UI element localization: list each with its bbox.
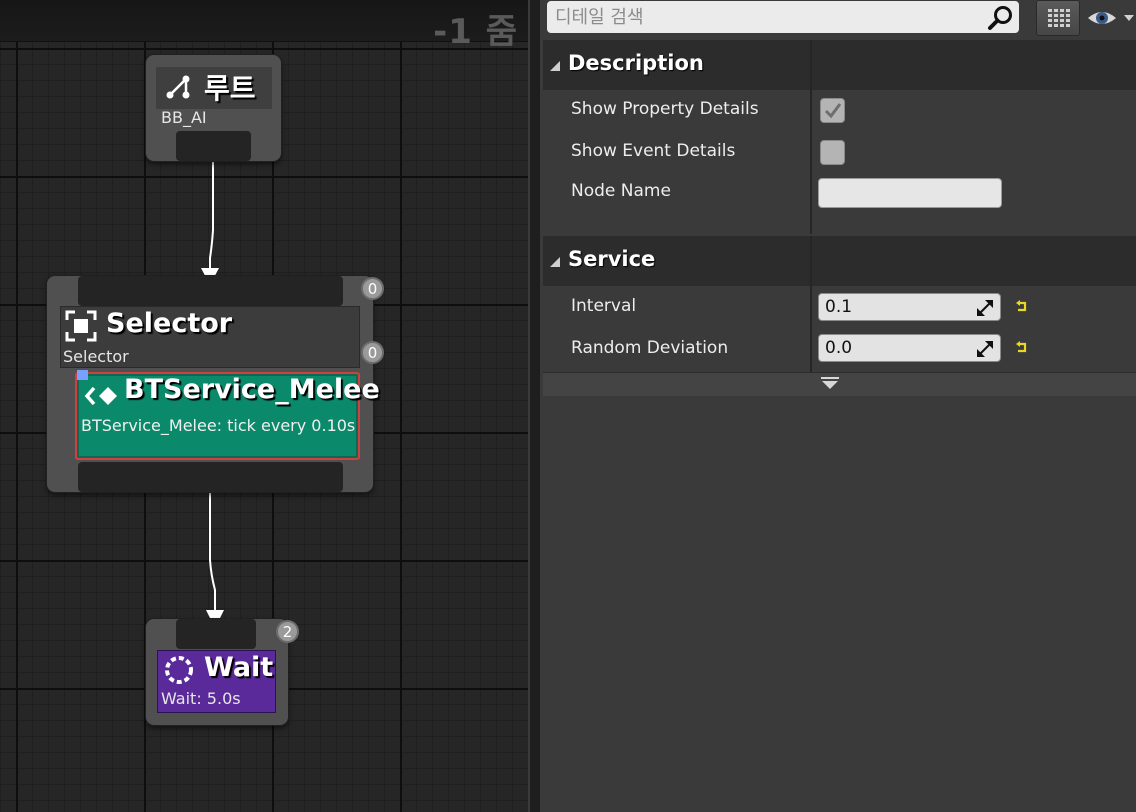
- property-label: Random Deviation: [571, 338, 729, 358]
- property-row: Random Deviation 0.0: [543, 329, 1136, 372]
- selector-node-header: [60, 306, 360, 368]
- root-node[interactable]: 루트 BB_AI: [146, 55, 281, 161]
- collapse-triangle-icon: [550, 61, 560, 71]
- panel-splitter[interactable]: [528, 0, 540, 812]
- root-output-pin[interactable]: [176, 131, 251, 161]
- wait-node-subtitle: Wait: 5.0s: [161, 689, 241, 708]
- selector-node[interactable]: Selector Selector BTService_Melee BTServ…: [47, 276, 380, 492]
- service-node-title: BTService_Melee: [124, 374, 380, 405]
- collapse-triangle-icon: [550, 257, 560, 267]
- advanced-properties-expander[interactable]: [543, 372, 1136, 396]
- service-icon: [84, 386, 117, 406]
- selector-output-pin[interactable]: [78, 462, 343, 492]
- random-deviation-field[interactable]: 0.0: [818, 334, 1001, 362]
- property-label: Show Event Details: [571, 141, 736, 161]
- property-row: Interval 0.1: [543, 287, 1136, 327]
- service-index-badge: 0: [361, 341, 384, 364]
- property-row: Show Event Details: [543, 132, 1136, 172]
- selector-input-pin[interactable]: [78, 276, 343, 306]
- eye-icon: [1088, 12, 1134, 24]
- wait-index-badge: 2: [276, 620, 299, 643]
- random-deviation-value: 0.0: [825, 338, 853, 358]
- root-node-title: 루트: [204, 72, 256, 105]
- reset-to-default-icon[interactable]: [1015, 299, 1029, 313]
- show-property-details-checkbox[interactable]: [820, 98, 845, 123]
- service-node-subtitle: BTService_Melee: tick every 0.10s: [81, 416, 356, 435]
- root-branch-icon: [166, 75, 190, 99]
- grid-list-icon: [1048, 9, 1070, 27]
- property-label: Show Property Details: [571, 99, 759, 119]
- property-row: Show Property Details: [543, 90, 1136, 130]
- expand-down-icon: [821, 377, 839, 389]
- checkmark-icon: [824, 103, 842, 119]
- property-label: Interval: [571, 296, 637, 316]
- node-name-field[interactable]: [818, 178, 1002, 208]
- column-divider[interactable]: [810, 236, 812, 372]
- root-node-subtitle: BB_AI: [161, 108, 207, 127]
- category-description-header[interactable]: Description: [543, 40, 1136, 90]
- service-marker-icon: [77, 370, 88, 380]
- selector-node-title: Selector: [106, 308, 233, 339]
- drag-arrows-icon: [977, 300, 993, 316]
- drag-arrows-icon: [977, 341, 993, 357]
- column-divider[interactable]: [810, 40, 812, 234]
- selector-index-badge: 0: [361, 277, 384, 300]
- reset-to-default-icon[interactable]: [1015, 340, 1029, 354]
- wire-selector-to-wait: [209, 492, 216, 612]
- selector-icon: [65, 310, 97, 342]
- graph-header-bar: -1 줌: [0, 0, 528, 52]
- zoom-level-label: -1 줌: [433, 12, 518, 52]
- property-label: Node Name: [571, 181, 671, 201]
- search-icon[interactable]: [987, 4, 1015, 32]
- interval-value: 0.1: [825, 297, 853, 317]
- wire-root-to-selector: [209, 160, 214, 272]
- wait-input-pin[interactable]: [176, 619, 256, 649]
- service-node[interactable]: BTService_Melee BTService_Melee: tick ev…: [75, 372, 380, 460]
- wait-clock-icon: [165, 656, 193, 684]
- behavior-tree-graph[interactable]: -1 줌 루트 BB_AI Selector Selector: [0, 0, 528, 812]
- category-title: Description: [568, 51, 704, 75]
- view-options-button[interactable]: [1036, 0, 1080, 36]
- selector-node-subtitle: Selector: [63, 347, 129, 366]
- wait-node-title: Wait: [204, 652, 274, 683]
- category-service-header[interactable]: Service: [543, 236, 1136, 286]
- wait-node[interactable]: Wait Wait: 5.0s: [146, 619, 288, 725]
- details-search-bar: [547, 1, 1019, 33]
- details-search-input[interactable]: [555, 1, 975, 33]
- interval-field[interactable]: 0.1: [818, 293, 1001, 321]
- property-row: Node Name: [543, 172, 1136, 232]
- wait-node-body: [157, 650, 276, 713]
- category-title: Service: [568, 247, 656, 271]
- show-event-details-checkbox[interactable]: [820, 140, 845, 165]
- visibility-button[interactable]: [1086, 4, 1136, 32]
